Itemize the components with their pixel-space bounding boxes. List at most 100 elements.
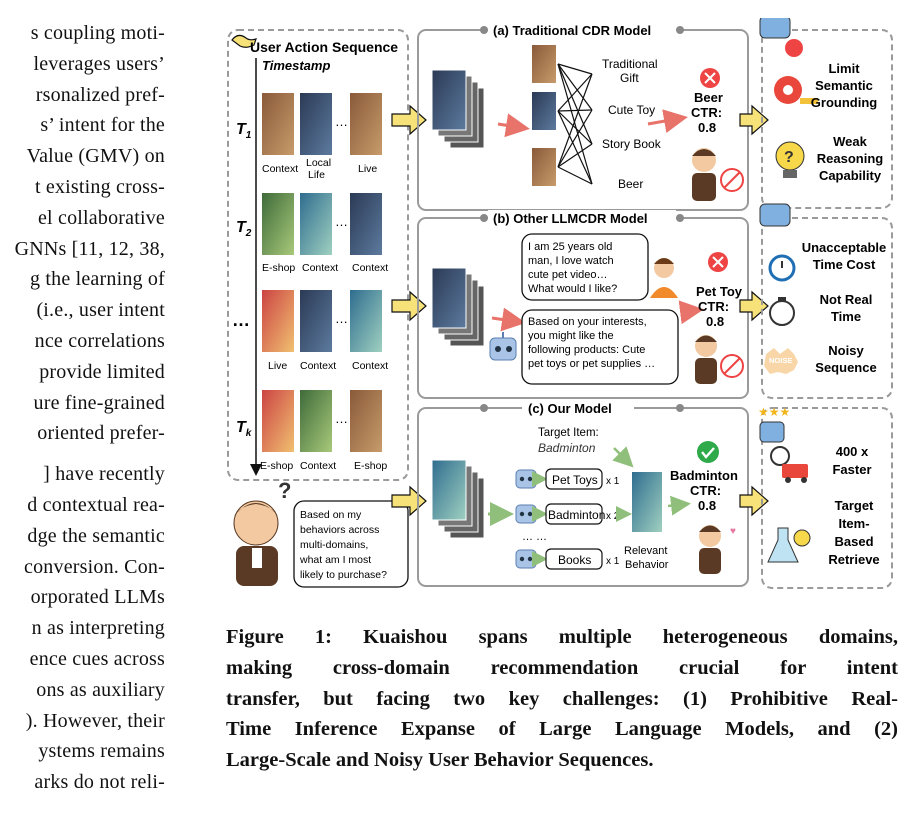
svg-text:0.8: 0.8 (698, 498, 716, 513)
challenges-b-box (761, 217, 893, 399)
speed-truck-icon (770, 446, 808, 483)
advantage-text: 400 x (836, 444, 869, 459)
panel-b-title: (b) Other LLMCDR Model (493, 211, 648, 226)
svg-text:NOISE: NOISE (769, 356, 792, 365)
thumbs-up-icon (759, 421, 785, 443)
item-label: Cute Toy (608, 103, 655, 117)
row-tk: Tk … E-shop Context E-shop (236, 390, 387, 472)
caption-line: Time Inference Expanse of Large Language… (226, 718, 898, 741)
chip-pet-toys (545, 468, 603, 490)
robot-icon (515, 549, 537, 569)
svg-text:…: … (335, 311, 348, 326)
svg-text:x 1: x 1 (606, 476, 620, 487)
thumbnail (300, 290, 332, 352)
question-bulb-icon: ? (775, 141, 805, 178)
target-label: Target Item: (538, 427, 599, 439)
noise-icon: NOISE (764, 348, 798, 374)
body-line: d contextual rea- (27, 493, 165, 516)
svg-text:E-shop: E-shop (262, 262, 295, 274)
heart-icon: ♥ (730, 526, 736, 537)
svg-text:E-shop: E-shop (260, 460, 293, 472)
user-prompt-text: I am 25 years old man, I love watch cute… (528, 241, 617, 295)
svg-text:E-shop: E-shop (354, 460, 387, 472)
body-line: provide limited (39, 360, 165, 383)
thumbnail (300, 390, 332, 452)
relevant-label: Behavior (625, 559, 669, 571)
body-line: ure fine-grained (33, 391, 165, 414)
sad-person-icon (695, 335, 717, 384)
ellipsis: … (335, 114, 348, 129)
svg-text:Books: Books (558, 553, 591, 567)
body-line: ons as auxiliary (36, 678, 165, 701)
video-stack (431, 69, 485, 149)
green-arrow (667, 495, 691, 516)
relevant-thumb (632, 472, 662, 532)
svg-text:?: ? (784, 149, 794, 166)
challenge-text: Limit (828, 61, 860, 76)
challenge-text: Time (831, 309, 861, 324)
figure-canvas: User Action Sequence Timestamp T1 … Cont… (227, 15, 893, 589)
item-label: Beer (618, 177, 643, 191)
result-item: Badminton (670, 468, 738, 483)
item-thumb (532, 45, 556, 83)
no-pet-icon (720, 354, 744, 378)
thumb-label: Local (306, 157, 331, 169)
alarm-clock-icon (768, 254, 796, 282)
ctr-label: CTR: (691, 105, 722, 120)
thumbnail (300, 93, 332, 155)
body-line: s’ intent for the (40, 114, 165, 137)
body-line: Value (GMV) on (26, 145, 165, 168)
svg-text:Context: Context (302, 262, 338, 274)
svg-text:Context: Context (300, 360, 336, 372)
body-line: arks do not reli- (34, 771, 165, 794)
svg-text:CTR:: CTR: (698, 299, 729, 314)
body-line: conversion. Con- (24, 555, 165, 578)
question-mark: ? (278, 478, 291, 503)
panel-c-title: (c) Our Model (528, 401, 612, 416)
body-line: t existing cross- (34, 175, 165, 198)
thumbnail (262, 193, 294, 255)
advantage-text: Target (835, 498, 874, 513)
figure-1: User Action Sequence Timestamp T1 … Cont… (222, 15, 902, 598)
body-line: dge the semantic (27, 524, 165, 547)
svg-text:x 2: x 2 (606, 511, 620, 522)
challenge-text: Grounding (811, 95, 877, 110)
thumb-label: Live (358, 163, 377, 175)
challenges-a-box (761, 29, 893, 209)
llm-response-text: Based on your interests, you might like … (528, 316, 655, 370)
yellow-arrow (739, 290, 769, 322)
challenge-text: Weak (833, 134, 867, 149)
stars-icon: ★★★ (758, 405, 790, 419)
challenge-text: Not Real (820, 292, 873, 307)
bipartite-lines (557, 63, 593, 185)
panel-a-title: (a) Traditional CDR Model (493, 23, 651, 38)
dots: … … (522, 531, 547, 543)
video-stack (431, 459, 485, 539)
tape-measure-icon (774, 76, 818, 104)
svg-text:T1: T1 (236, 121, 252, 141)
thumb-label: Context (262, 163, 298, 175)
svg-text:Context: Context (300, 460, 336, 472)
result-item: Pet Toy (696, 284, 743, 299)
svg-text:…: … (335, 411, 348, 426)
advantage-text: Item- (838, 516, 869, 531)
check-icon (697, 441, 719, 463)
svg-text:Pet Toys: Pet Toys (552, 473, 598, 487)
advantage-text: Retrieve (828, 552, 879, 567)
body-line: ence cues across (29, 647, 165, 670)
svg-text:Context: Context (352, 360, 388, 372)
row-t1-letter: T (236, 121, 247, 138)
body-line: nce correlations (34, 329, 165, 352)
svg-text:Badminton: Badminton (548, 508, 605, 522)
result-item: Beer (694, 90, 723, 105)
challenge-text: Unacceptable (802, 240, 887, 255)
thumbnail (350, 93, 382, 155)
challenge-text: Capability (819, 168, 882, 183)
thumbnail (350, 193, 382, 255)
body-line: ystems remains (38, 740, 165, 763)
thumbnail (262, 290, 294, 352)
flask-icon (767, 527, 811, 563)
thumbnail (262, 390, 294, 452)
row-t2: T2 … E-shop Context Context (236, 193, 388, 274)
sad-person-icon (692, 148, 716, 201)
